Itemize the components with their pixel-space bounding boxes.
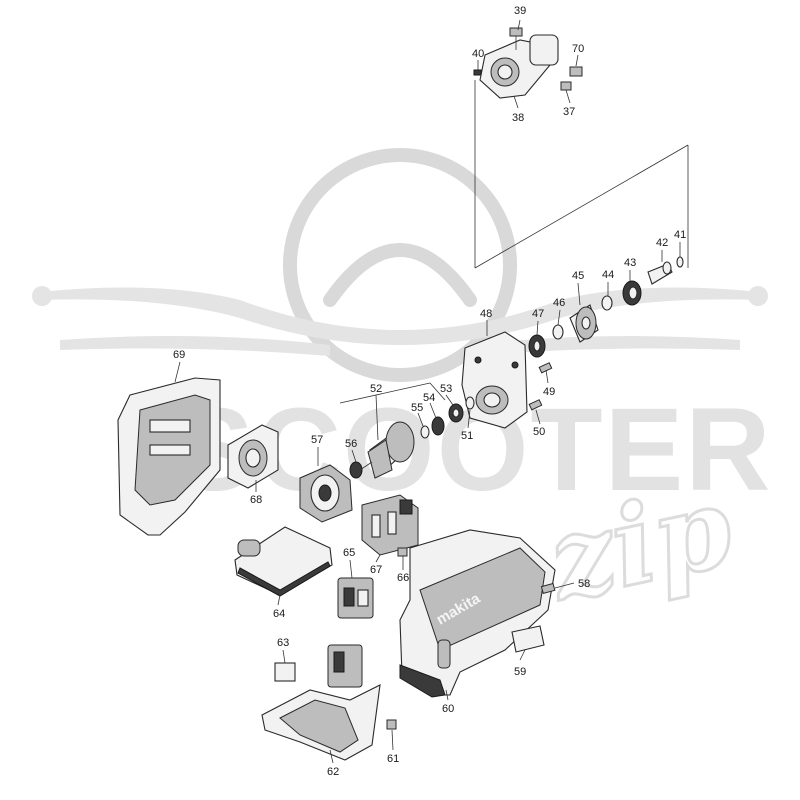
label-37: 37 [563, 106, 575, 118]
part-40-pin [473, 69, 482, 76]
part-60-main-housing: makita [399, 529, 556, 698]
label-62: 62 [327, 766, 339, 778]
part-46-washer [552, 324, 564, 340]
part-41-ring [676, 256, 684, 268]
label-40: 40 [472, 48, 484, 60]
group-leader-lines [339, 80, 689, 404]
label-60: 60 [442, 703, 454, 715]
part-50-screw [528, 399, 543, 411]
part-52-armature [359, 421, 415, 479]
label-69: 69 [173, 349, 185, 361]
label-54: 54 [423, 392, 435, 404]
label-70: 70 [572, 43, 584, 55]
label-49: 49 [543, 386, 555, 398]
part-68-frame [227, 424, 279, 489]
part-labels: 39 40 70 37 38 41 42 43 44 45 46 47 48 4… [173, 5, 686, 778]
part-45-gear [569, 304, 599, 343]
label-45: 45 [572, 270, 584, 282]
label-64: 64 [273, 608, 285, 620]
label-58: 58 [578, 578, 590, 590]
part-37-screw [560, 81, 572, 91]
part-65-switch [337, 577, 374, 619]
label-44: 44 [602, 269, 614, 281]
part-switch-holder [327, 644, 363, 688]
part-44-washer [601, 295, 613, 311]
part-66-screw [397, 547, 408, 557]
part-61-screw [386, 719, 397, 730]
label-41: 41 [674, 229, 686, 241]
part-47-bearing [528, 334, 546, 358]
part-49-screw [538, 362, 553, 374]
label-57: 57 [311, 434, 323, 446]
part-63-label [274, 662, 296, 682]
label-52: 52 [370, 383, 382, 395]
label-38: 38 [512, 112, 524, 124]
label-47: 47 [532, 308, 544, 320]
part-70-screw [569, 66, 583, 77]
label-61: 61 [387, 753, 399, 765]
part-62-base [261, 684, 381, 761]
part-67-brush-holder [361, 494, 419, 556]
part-54-bearing [431, 416, 445, 436]
label-65: 65 [343, 547, 355, 559]
label-59: 59 [514, 666, 526, 678]
part-53-pinion [448, 403, 464, 423]
label-56: 56 [345, 438, 357, 450]
watermark-logo [32, 148, 768, 382]
part-64-controller [234, 526, 333, 597]
label-66: 66 [397, 572, 409, 584]
label-50: 50 [533, 426, 545, 438]
label-51: 51 [461, 430, 473, 442]
label-48: 48 [480, 308, 492, 320]
part-59-label [511, 625, 545, 653]
part-55-washer [420, 425, 430, 439]
part-39-bolt [509, 27, 523, 50]
part-51-oring [465, 396, 475, 410]
part-58-screw [540, 582, 556, 595]
label-42: 42 [656, 237, 668, 249]
part-56-bearing [349, 461, 363, 479]
label-53: 53 [440, 383, 452, 395]
part-38-housing [479, 34, 559, 99]
label-46: 46 [553, 297, 565, 309]
label-68: 68 [250, 494, 262, 506]
part-42-spindle [647, 261, 673, 285]
label-63: 63 [277, 637, 289, 649]
label-39: 39 [514, 5, 526, 17]
part-57-stator [299, 464, 353, 523]
label-leaders [174, 19, 681, 764]
part-48-gear-housing [461, 331, 528, 429]
label-43: 43 [624, 257, 636, 269]
label-67: 67 [370, 564, 382, 576]
part-69-housing [117, 377, 221, 536]
label-55: 55 [411, 402, 423, 414]
part-43-bearing [622, 280, 642, 306]
